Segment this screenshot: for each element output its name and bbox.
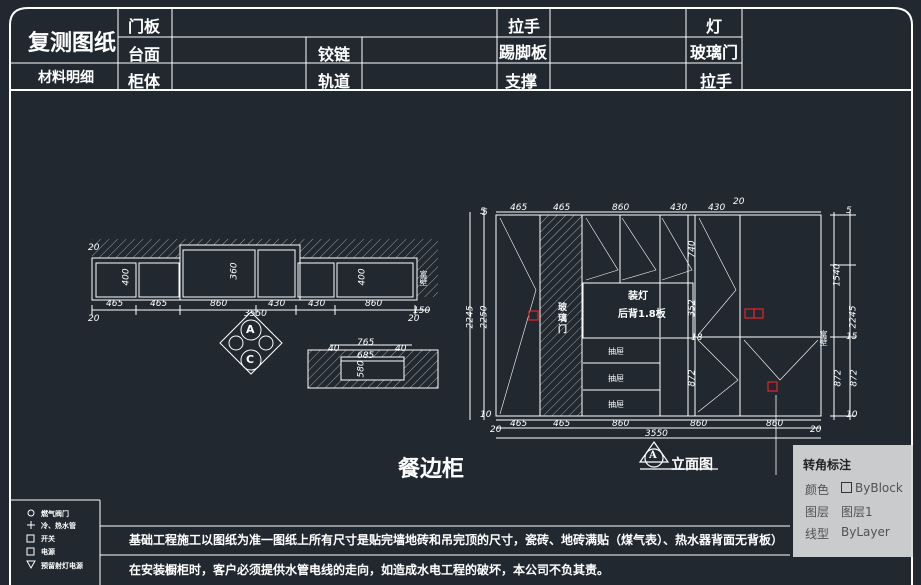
elev-bottom-dim: 860 [766,419,784,429]
panel-layer-value[interactable]: 图层1 [841,505,873,519]
cell-countertop[interactable]: 台面 [128,45,161,64]
elev-right-height: 2245 [848,305,859,329]
legend-water-pipe: 冷、热水管 [41,522,76,530]
panel-layer-label: 图层 [805,505,830,519]
section-inner: 685 [357,351,375,361]
legend-switch: 开关 [41,535,55,543]
panel-title: 转角标注 [803,458,852,472]
plan-dim: 430 [268,299,286,309]
panel-linetype-value[interactable]: ByLayer [841,525,890,539]
drawing-title: 餐边柜 [398,456,465,482]
legend-gas-valve: 燃气阀门 [41,510,69,518]
section-dim: 40 [328,344,340,354]
elev-total: 3550 [645,429,668,439]
plan-side-text: 富壁 [419,270,428,286]
elevation-title: 立面图 [671,457,713,473]
cell-door-panel[interactable]: 门板 [128,17,161,36]
drawer-label: 抽屉 [608,347,624,356]
cell-handle-2[interactable]: 拉手 [700,72,733,91]
plan-height: 360 [229,262,240,280]
elev-right-small: 15 [846,332,858,342]
elev-bottom-dim: 860 [690,419,708,429]
elev-right-small: 5 [846,206,852,216]
marker-a-label: A [246,323,255,336]
cell-handle[interactable]: 拉手 [508,17,541,36]
glass-door-label: 玻璃门 [556,302,566,335]
section-dim: 765 [357,338,375,348]
plan-dim-right: 20 [408,314,420,324]
elev-top-dim: 860 [612,203,630,213]
cell-glass-door[interactable]: 玻璃门 [690,43,739,62]
construction-note: 基础工程施工以图纸为准一图纸上所有尺寸是贴完墙地砖和吊完顶的尺寸，瓷砖、地砖满贴… [129,533,784,547]
plan-dim-left: 20 [88,314,100,324]
elev-top-small: 20 [733,197,745,207]
color-swatch-icon [841,482,852,493]
marker-c-label: C [246,353,255,366]
legend-power: 电源 [41,548,55,556]
elev-mid-height: 740 [687,240,698,258]
cell-cabinet-body[interactable]: 柜体 [128,72,161,91]
cell-lamp[interactable]: 灯 [706,17,723,36]
elev-left-height: 2250 [479,305,490,329]
elevation-marker-label: A [649,450,657,461]
elev-bottom-dim: 20 [810,425,822,435]
elev-side-label: 富壁 [819,330,828,346]
elev-left-height: 2245 [465,305,476,329]
installation-note: 在安装橱柜时，客户必须提供水管电线的走向，如造成水电工程的破坏，本公司不负其责。 [129,563,610,577]
elev-left-small: 10 [480,410,492,420]
section-dim: 40 [395,344,407,354]
properties-panel[interactable]: 转角标注 颜色 ByBlock 图层 图层1 线型 ByLayer [793,445,913,557]
plan-dim: 860 [210,299,228,309]
plan-dim: 465 [106,299,124,309]
elev-top-dim: 430 [708,203,726,213]
panel-linetype-label: 线型 [805,527,830,541]
elev-mid-height: 352 [687,299,698,317]
plan-dim: 465 [150,299,168,309]
elev-right-height: 872 [849,369,860,387]
plan-dim-left: 20 [88,243,100,253]
elev-top-dim: 430 [670,203,688,213]
elev-right-small: 10 [846,410,858,420]
elev-right-height: 1540 [832,263,843,287]
cell-track[interactable]: 轨道 [318,72,351,91]
elev-bottom-dim: 860 [612,419,630,429]
elev-right-height: 872 [833,369,844,387]
elev-bottom-dim: 465 [510,419,528,429]
plan-dim: 860 [365,299,383,309]
elev-bottom-small: 20 [490,425,502,435]
plan-height: 400 [121,268,132,286]
cell-kickboard[interactable]: 踢脚板 [499,43,548,62]
plan-dim: 430 [308,299,326,309]
elev-mid-height: 872 [687,369,698,387]
lamp-label: 装灯 [628,291,648,302]
elev-mid-small: 18 [691,333,703,343]
plan-height: 400 [357,268,368,286]
elev-bottom-dim: 465 [553,419,571,429]
cell-hinge[interactable]: 铰链 [318,45,351,64]
section-height: 580 [356,360,367,378]
plan-total: 3550 [244,309,267,319]
drawer-label: 抽屉 [608,400,624,409]
elev-top-dim: 465 [553,203,571,213]
elev-left-small: 5 [482,208,488,218]
sheet-title: 复测图纸 [28,30,117,56]
board-label: 后背1.8板 [618,309,666,320]
elev-top-dim: 465 [510,203,528,213]
cell-support[interactable]: 支撑 [505,72,538,91]
legend-spotlight-power: 预留射灯电源 [41,562,83,570]
panel-color-label: 颜色 [805,483,830,497]
drawer-label: 抽屉 [608,374,624,383]
panel-color-value[interactable]: ByBlock [841,481,903,495]
elev-top-small: 5 [480,207,486,217]
plan-dim-right: 150 [413,306,431,316]
materials-label: 材料明细 [38,70,94,86]
